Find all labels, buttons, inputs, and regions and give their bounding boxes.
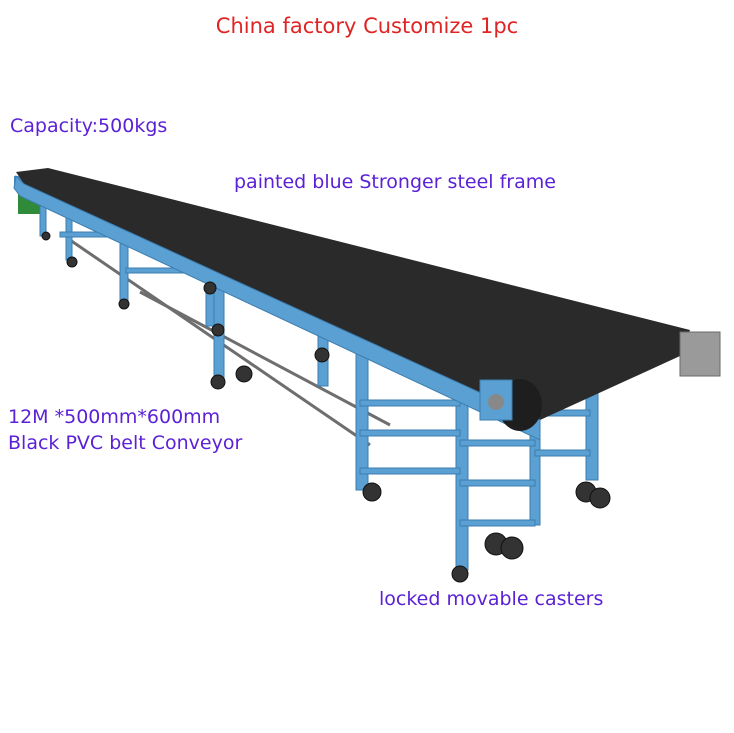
black-pvc-belt xyxy=(16,168,690,420)
side-frame-rail xyxy=(13,174,541,441)
caster-wheels xyxy=(41,231,611,583)
capacity-label: Capacity:500kgs xyxy=(10,115,168,137)
dimensions-line-1: 12M *500mm*600mm xyxy=(8,406,221,428)
page-title: China factory Customize 1pc xyxy=(215,14,519,38)
head-roller xyxy=(479,331,721,431)
frame-label: painted blue Stronger steel frame xyxy=(234,171,556,193)
dimensions-line-2: Black PVC belt Conveyor xyxy=(8,432,243,455)
casters-label: locked movable casters xyxy=(379,588,604,610)
dimensions-label: 12M *500mm*600mm Black PVC belt Conveyor xyxy=(8,404,242,456)
